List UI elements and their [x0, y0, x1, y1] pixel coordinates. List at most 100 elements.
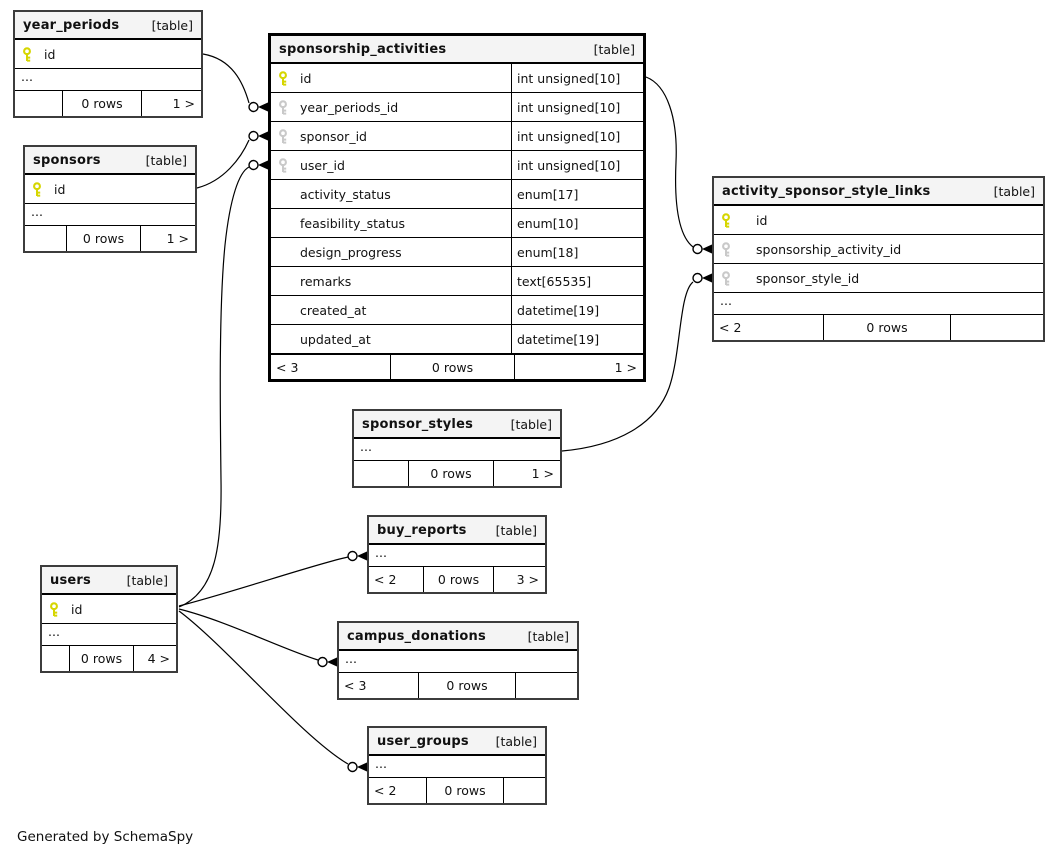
- primary-key-icon: [31, 181, 45, 197]
- ellipsis-row: ...: [42, 624, 176, 646]
- edge-year_periods-to-sponsorship_activities: [202, 53, 269, 113]
- ellipsis-row: ...: [369, 756, 545, 778]
- generator-note: Generated by SchemaSpy: [17, 829, 194, 845]
- table-name: sponsorship_activities: [279, 41, 447, 57]
- table-sponsor_styles[interactable]: sponsor_styles [table] ... 0 rows 1 >: [352, 409, 562, 488]
- table-tag: [table]: [495, 733, 537, 749]
- table-tag: [table]: [145, 152, 187, 168]
- footer-children: [950, 315, 1043, 340]
- no-key-spacer: [277, 332, 291, 347]
- table-footer: < 2 0 rows 3 >: [369, 567, 545, 592]
- footer-children: [515, 673, 577, 698]
- primary-key-icon: [48, 601, 62, 617]
- footer-parents: [25, 226, 67, 251]
- column-name: year_periods_id: [300, 99, 399, 115]
- table-tag: [table]: [151, 17, 193, 33]
- footer-children: 1 >: [493, 461, 560, 486]
- table-sponsors[interactable]: sponsors [table] id ... 0 rows 1 >: [23, 145, 197, 253]
- footer-children: 1 >: [141, 91, 201, 116]
- table-tag: [table]: [495, 522, 537, 538]
- column-row-design_progress: design_progress enum[18]: [271, 238, 643, 267]
- table-buy_reports[interactable]: buy_reports [table] ... < 2 0 rows 3 >: [367, 515, 547, 594]
- column-row-created_at: created_at datetime[19]: [271, 296, 643, 325]
- edge-sponsor_styles-to-activity_sponsor_style_links: [561, 272, 713, 452]
- column-type: datetime[19]: [511, 296, 643, 324]
- column-type: enum[18]: [511, 238, 643, 266]
- column-row-sponsor_id: sponsor_id int unsigned[10]: [271, 122, 643, 151]
- no-key-spacer: [277, 187, 291, 202]
- column-name: id: [300, 70, 312, 86]
- column-row-id: id: [714, 206, 1043, 235]
- ellipsis-row: ...: [15, 69, 201, 91]
- no-key-spacer: [277, 274, 291, 289]
- footer-rows: 0 rows: [80, 651, 123, 666]
- table-year_periods[interactable]: year_periods [table] id ... 0 rows 1 >: [13, 10, 203, 118]
- edge-users-to-sponsorship_activities: [178, 159, 269, 608]
- table-campus_donations[interactable]: campus_donations [table] ... < 3 0 rows: [337, 621, 579, 700]
- table-tag: [table]: [126, 572, 168, 588]
- table-users[interactable]: users [table] id ... 0 rows 4 >: [40, 565, 178, 673]
- table-tag: [table]: [527, 628, 569, 644]
- primary-key-icon: [21, 46, 35, 62]
- table-tag: [table]: [993, 183, 1035, 199]
- footer-parents: [15, 91, 63, 116]
- table-name: user_groups: [377, 733, 469, 749]
- column-row-updated_at: updated_at datetime[19]: [271, 325, 643, 354]
- column-type: datetime[19]: [511, 325, 643, 353]
- table-footer: < 3 0 rows: [339, 673, 577, 698]
- footer-parents: < 2: [369, 778, 427, 803]
- primary-key-icon: [720, 212, 734, 228]
- table-header: buy_reports [table]: [369, 517, 545, 545]
- footer-rows: 0 rows: [444, 783, 486, 798]
- footer-children: [503, 778, 545, 803]
- column-name: id: [54, 181, 66, 197]
- table-header: sponsor_styles [table]: [354, 411, 560, 439]
- footer-parents: < 3: [339, 673, 419, 698]
- column-row-sponsorship_activity_id: sponsorship_activity_id: [714, 235, 1043, 264]
- ellipsis-row: ...: [714, 293, 1043, 315]
- footer-rows: 0 rows: [430, 466, 472, 481]
- column-name: id: [71, 601, 83, 617]
- table-footer: 0 rows 4 >: [42, 646, 176, 671]
- footer-rows: 0 rows: [81, 96, 123, 111]
- column-type: int unsigned[10]: [511, 64, 643, 92]
- table-header: campus_donations [table]: [339, 623, 577, 651]
- ellipsis-row: ...: [339, 651, 577, 673]
- table-name: buy_reports: [377, 522, 467, 538]
- column-type: int unsigned[10]: [511, 151, 643, 179]
- column-name: updated_at: [300, 331, 371, 347]
- column-row-activity_status: activity_status enum[17]: [271, 180, 643, 209]
- column-type: int unsigned[10]: [511, 93, 643, 121]
- table-footer: 0 rows 1 >: [25, 226, 195, 251]
- column-name: id: [44, 46, 56, 62]
- column-name: activity_status: [300, 186, 391, 202]
- column-row-id: id: [42, 595, 176, 624]
- table-footer: 0 rows 1 >: [354, 461, 560, 486]
- edge-sponsorship_activities-to-activity_sponsor_style_links: [645, 76, 713, 255]
- footer-children: 3 >: [493, 567, 545, 592]
- column-row-id: id: [15, 40, 201, 69]
- no-key-spacer: [277, 245, 291, 260]
- table-user_groups[interactable]: user_groups [table] ... < 2 0 rows: [367, 726, 547, 805]
- footer-rows: 0 rows: [446, 678, 488, 693]
- column-row-user_id: user_id int unsigned[10]: [271, 151, 643, 180]
- table-header: sponsorship_activities [table]: [271, 36, 643, 64]
- column-name: user_id: [300, 157, 345, 173]
- table-footer: 0 rows 1 >: [15, 91, 201, 116]
- column-row-year_periods_id: year_periods_id int unsigned[10]: [271, 93, 643, 122]
- table-sponsorship_activities[interactable]: sponsorship_activities [table] id int un…: [268, 33, 646, 382]
- edge-sponsors-to-sponsorship_activities: [196, 130, 269, 189]
- footer-children: 1 >: [514, 355, 643, 379]
- column-row-remarks: remarks text[65535]: [271, 267, 643, 296]
- table-activity_sponsor_style_links[interactable]: activity_sponsor_style_links [table] id …: [712, 176, 1045, 342]
- ellipsis-row: ...: [25, 204, 195, 226]
- table-name: year_periods: [23, 17, 120, 33]
- footer-parents: < 3: [271, 355, 391, 379]
- footer-parents: [354, 461, 409, 486]
- table-tag: [table]: [593, 41, 635, 57]
- edge-users-to-buy_reports: [178, 550, 368, 607]
- table-header: activity_sponsor_style_links [table]: [714, 178, 1043, 206]
- column-name: id: [756, 212, 768, 228]
- column-name: created_at: [300, 302, 367, 318]
